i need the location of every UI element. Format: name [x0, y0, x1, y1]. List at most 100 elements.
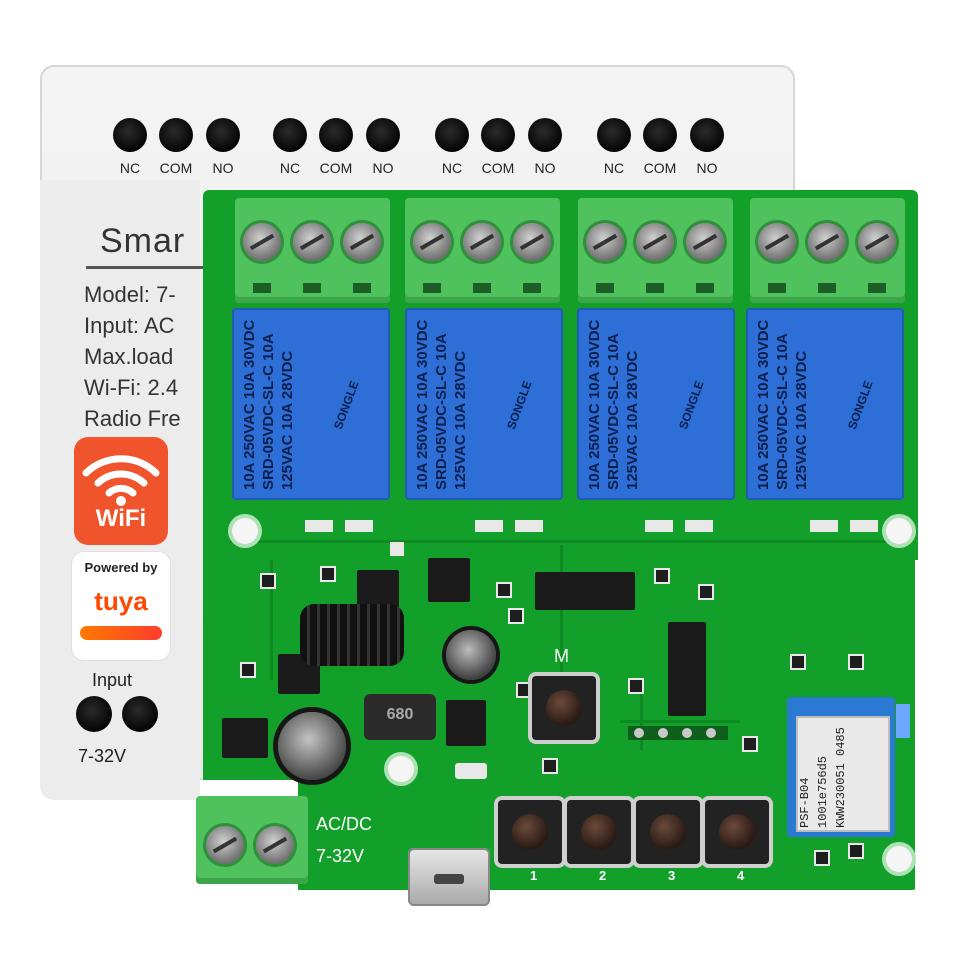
- micro-usb-port[interactable]: [408, 848, 490, 906]
- pcb-notch: [915, 560, 960, 900]
- spec-wifi: Wi-Fi: 2.4: [84, 375, 179, 400]
- channel-2-button[interactable]: [567, 800, 631, 864]
- trace: [640, 690, 643, 750]
- spec-input: Input: AC: [84, 313, 175, 338]
- wire-slot: [818, 283, 836, 293]
- terminal-hole: [528, 118, 562, 152]
- relay-marking: 10A 250VAC 10A 30VDC SRD-05VDC-SL-C 10A …: [241, 319, 296, 490]
- relay: 10A 250VAC 10A 30VDC SRD-05VDC-SL-C 10A …: [577, 308, 735, 500]
- powered-by-text: Powered by: [84, 560, 158, 575]
- wire-slot: [646, 283, 664, 293]
- smd-resistor: [850, 520, 878, 532]
- smd-part: [700, 586, 712, 598]
- header-pin: [706, 728, 716, 738]
- wire-slot: [473, 283, 491, 293]
- screw: [206, 826, 244, 864]
- relay-terminal-block: [405, 198, 560, 303]
- screw: [463, 223, 501, 261]
- screw: [758, 223, 796, 261]
- terminal-hole: [481, 118, 515, 152]
- rf-antenna-coil: [300, 604, 404, 666]
- screw: [586, 223, 624, 261]
- terminal-hole: [597, 118, 631, 152]
- terminal-hole: [273, 118, 307, 152]
- terminal-label-com: COM: [643, 160, 677, 176]
- terminal-label-nc: NC: [603, 160, 625, 176]
- wire-slot: [303, 283, 321, 293]
- wifi-badge: WiFi: [74, 437, 168, 545]
- mode-button[interactable]: [532, 676, 596, 740]
- terminal-label-no: NO: [372, 160, 394, 176]
- terminal-hole: [643, 118, 677, 152]
- channel-1-button[interactable]: [498, 800, 562, 864]
- terminal-label-nc: NC: [279, 160, 301, 176]
- wifi-badge-text: WiFi: [95, 505, 147, 532]
- electrolytic-capacitor: [446, 630, 496, 680]
- screw: [858, 223, 896, 261]
- mcu-ic: [668, 622, 706, 716]
- header-pin: [682, 728, 692, 738]
- enclosure-brand: Smar: [100, 222, 186, 260]
- power-label-voltage: 7-32V: [316, 846, 365, 866]
- smd-led: [810, 520, 838, 532]
- wire-slot: [868, 283, 886, 293]
- relay-marking: 10A 250VAC 10A 30VDC SRD-05VDC-SL-C 10A …: [414, 319, 469, 490]
- smd-part: [744, 738, 756, 750]
- wire-slot: [253, 283, 271, 293]
- channel-3-label: 3: [668, 868, 676, 883]
- smd-resistor: [685, 520, 713, 532]
- smd-diode: [455, 763, 487, 779]
- smd-part: [630, 680, 642, 692]
- smd-part: [544, 760, 556, 772]
- trace: [270, 560, 273, 680]
- relay: 10A 250VAC 10A 30VDC SRD-05VDC-SL-C 10A …: [405, 308, 563, 500]
- smd-part: [850, 845, 862, 857]
- enclosure-input-label: Input: [92, 670, 133, 690]
- terminal-hole: [113, 118, 147, 152]
- shift-register-ic: [535, 572, 635, 610]
- wifi-module-shield: [796, 716, 890, 832]
- channel-3-button[interactable]: [636, 800, 700, 864]
- electrolytic-capacitor: [278, 712, 346, 780]
- enclosure-voltage-label: 7-32V: [78, 746, 127, 766]
- terminal-label-com: COM: [159, 160, 193, 176]
- screw: [343, 223, 381, 261]
- module-antenna: [896, 704, 910, 738]
- smd-resistor: [345, 520, 373, 532]
- brand-underline: [86, 266, 206, 269]
- channel-4-button[interactable]: [705, 800, 769, 864]
- header-pin: [634, 728, 644, 738]
- smd-led: [645, 520, 673, 532]
- mounting-hole: [388, 756, 414, 782]
- crystal: [390, 542, 404, 556]
- screw: [513, 223, 551, 261]
- header-strip: [628, 726, 728, 740]
- wifi-icon: [82, 455, 160, 506]
- terminal-hole: [159, 118, 193, 152]
- terminal-hole: [435, 118, 469, 152]
- trace: [620, 720, 740, 723]
- spec-model: Model: 7-: [84, 282, 176, 307]
- smd-resistor: [515, 520, 543, 532]
- screw: [686, 223, 724, 261]
- wire-slot: [596, 283, 614, 293]
- screw: [293, 223, 331, 261]
- relay-marking: 10A 250VAC 10A 30VDC SRD-05VDC-SL-C 10A …: [586, 319, 641, 490]
- tuya-logo: tuya: [94, 586, 148, 616]
- channel-4-label: 4: [737, 868, 745, 883]
- terminal-label-no: NO: [212, 160, 234, 176]
- trace: [560, 545, 563, 695]
- tuya-stripe: [80, 626, 162, 640]
- wire-slot: [423, 283, 441, 293]
- wifi-module-marking: PSF-B04 1001e756d5 KWW230051 0485: [798, 727, 848, 828]
- smd-part: [816, 852, 828, 864]
- relay-terminal-block: [235, 198, 390, 303]
- input-hole: [76, 696, 112, 732]
- ldo-ic: [446, 700, 486, 746]
- wire-slot: [696, 283, 714, 293]
- relay: 10A 250VAC 10A 30VDC SRD-05VDC-SL-C 10A …: [746, 308, 904, 500]
- inductor-marking: 680: [386, 706, 414, 723]
- mode-label: M: [554, 646, 569, 666]
- smd-part: [242, 664, 254, 676]
